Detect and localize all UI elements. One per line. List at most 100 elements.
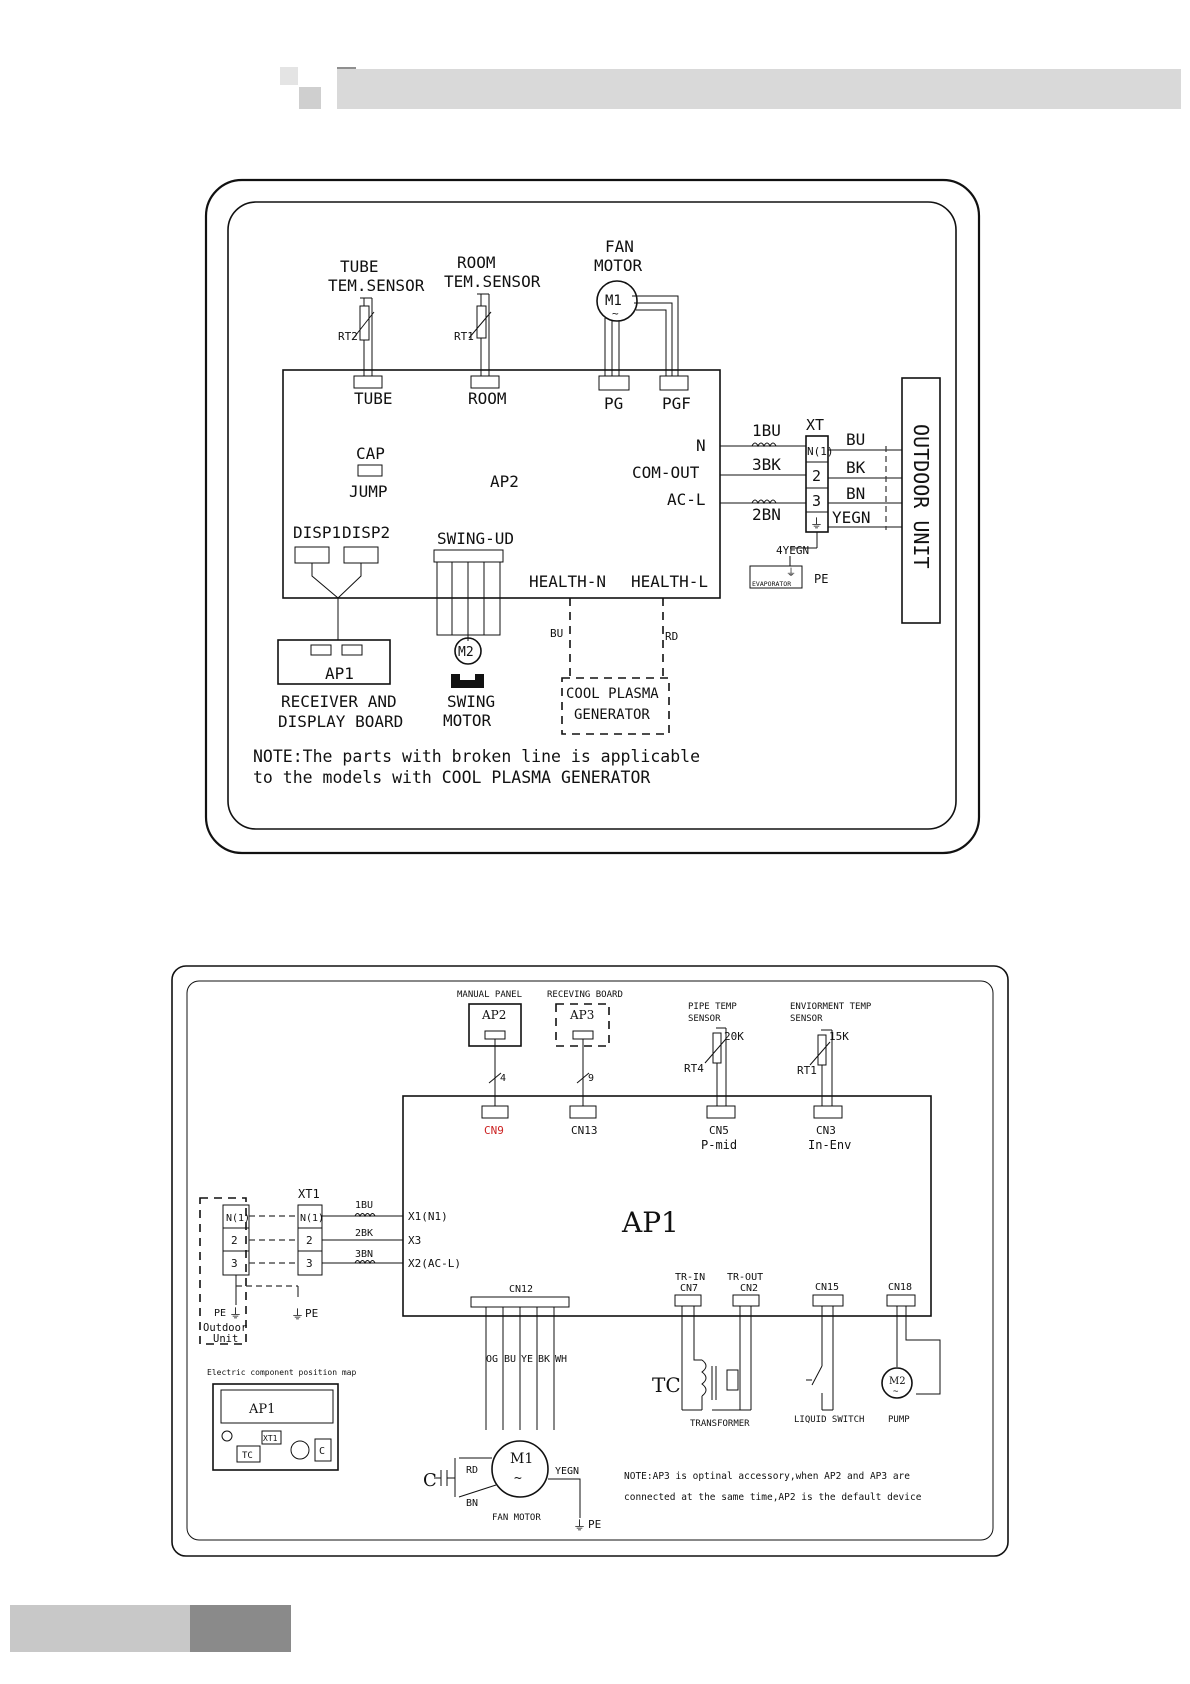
pump-m2-label: M2 — [889, 1376, 906, 1387]
cn13-connector — [569, 1105, 597, 1119]
xt-terminal-3: 3 — [812, 492, 821, 510]
xt1-ground-icon: ⏚ — [291, 1308, 304, 1323]
swing-motor-label-2: MOTOR — [443, 711, 492, 730]
wire-1bu-label: 1BU — [752, 421, 781, 440]
header-decor-square-light — [280, 67, 298, 85]
cn3-label: CN3 — [816, 1124, 836, 1137]
motor-ground-icon: ⏚ — [573, 1519, 586, 1534]
diagram2-outer-frame — [171, 965, 1009, 1557]
outdoor-terminal-n1: N(1) — [226, 1213, 250, 1224]
position-map-xt1-label: XT1 — [263, 1434, 278, 1443]
diagram2-note-line2: connected at the same time,AP2 is the de… — [624, 1492, 922, 1503]
bn-wire-label-d2: BN — [466, 1498, 478, 1509]
cn5-label: CN5 — [709, 1124, 729, 1137]
m1-tilde-icon: ~ — [612, 307, 619, 320]
pipe-temp-label-1: PIPE TEMP — [688, 1002, 737, 1012]
receiver-label-2: DISPLAY BOARD — [278, 712, 403, 731]
evaporator-label: EVAPORATOR — [752, 580, 791, 588]
xt1-label: XT1 — [298, 1187, 320, 1201]
rd-wire-label-d2: RD — [466, 1465, 478, 1476]
room-connector-label: ROOM — [468, 389, 507, 408]
m1-label-d2: M1 — [510, 1451, 533, 1467]
xt-terminal-n1: N(1) — [807, 445, 834, 458]
outdoor-unit-label-1: Outdoor — [203, 1322, 247, 1334]
position-map-c-label: C — [319, 1446, 325, 1457]
cool-plasma-label-2: GENERATOR — [574, 707, 650, 723]
pe-motor-label: PE — [588, 1518, 601, 1531]
position-map-box — [212, 1383, 339, 1471]
liquid-switch-label: LIQUID SWITCH — [794, 1415, 864, 1425]
pe-left-label: PE — [214, 1308, 226, 1319]
ap1-label: AP1 — [325, 664, 354, 683]
wire-2bn-label: 2BN — [752, 505, 781, 524]
tr-in-label: TR-IN — [675, 1272, 705, 1283]
ap1-main-label: AP1 — [621, 1206, 679, 1239]
ap1-main-board — [402, 1095, 932, 1317]
xt1-terminal-3: 3 — [306, 1257, 313, 1270]
xt1-terminal-2: 2 — [306, 1234, 313, 1247]
rt1-env-label: RT1 — [797, 1064, 817, 1077]
cn9-label: CN9 — [484, 1124, 504, 1137]
cap-label: CAP — [356, 444, 385, 463]
pump-m2-icon — [881, 1367, 913, 1399]
footer-bar-dark — [190, 1605, 291, 1652]
x2-terminal-label: X2(AC-L) — [408, 1257, 461, 1270]
fan-motor-label-d2: FAN MOTOR — [492, 1513, 541, 1523]
env-temp-label-2: SENSOR — [790, 1014, 823, 1024]
k20-label: 20K — [724, 1030, 744, 1043]
tube-sensor-label-2: TEM.SENSOR — [328, 276, 425, 295]
header-bar — [337, 69, 1181, 109]
cn9-connector — [481, 1105, 509, 1119]
position-map-left-circle-icon — [221, 1430, 233, 1442]
cn7-connector — [674, 1294, 702, 1307]
transformer-secondary-icon — [726, 1369, 739, 1391]
diagram2-inner-frame — [186, 980, 994, 1541]
receiver-label-1: RECEIVER AND — [281, 692, 397, 711]
footer-bar-light — [10, 1605, 190, 1652]
pump-tilde-icon: ~ — [893, 1387, 899, 1397]
com-out-label: COM-OUT — [632, 463, 700, 482]
cap-jump-connector — [357, 464, 383, 477]
position-map-ap1-label: AP1 — [248, 1402, 275, 1417]
outdoor-wire-yegn: YEGN — [832, 508, 871, 527]
position-map-title: Electric component position map — [207, 1368, 356, 1377]
position-map-c-box — [314, 1438, 332, 1462]
cn15-connector — [812, 1294, 844, 1307]
cn7-label: CN7 — [680, 1283, 698, 1294]
rt1-label: RT1 — [454, 330, 474, 343]
cn12-connector — [470, 1296, 570, 1308]
fan-motor-label-1: FAN — [605, 237, 634, 256]
pump-label: PUMP — [888, 1415, 910, 1425]
position-map-tc-box — [236, 1445, 261, 1463]
cn15-label: CN15 — [815, 1282, 839, 1293]
fan-motor-label-2: MOTOR — [594, 256, 643, 275]
wire-3bn-label-d2: 3BN — [355, 1249, 373, 1260]
tube-connector-label: TUBE — [354, 389, 393, 408]
n-terminal-label: N — [696, 436, 706, 455]
swing-motor-body-icon — [451, 674, 484, 688]
health-n-label: HEALTH-N — [529, 572, 606, 591]
cn5-connector — [706, 1105, 736, 1119]
motor-wire-wh: WH — [555, 1354, 567, 1365]
m2-label: M2 — [458, 645, 474, 660]
cool-plasma-label-1: COOL PLASMA — [566, 686, 659, 702]
outdoor-terminal-2: 2 — [231, 1234, 238, 1247]
transformer-label: TRANSFORMER — [690, 1419, 750, 1429]
wire-9-label: 9 — [588, 1073, 594, 1084]
in-env-label: In-Env — [808, 1138, 851, 1152]
xt-label: XT — [806, 416, 824, 434]
evaporator-ground-icon: ⏚ — [786, 567, 796, 579]
cn2-label: CN2 — [740, 1283, 758, 1294]
pe-label: PE — [814, 572, 828, 586]
bu-wire-label: BU — [550, 627, 563, 640]
outdoor-unit-label-2: Unit — [213, 1333, 238, 1345]
pipe-temp-label-2: SENSOR — [688, 1014, 721, 1024]
m1-tilde-icon-d2: ~ — [514, 1471, 522, 1486]
tube-sensor-label-1: TUBE — [340, 257, 379, 276]
tr-out-label: TR-OUT — [727, 1272, 763, 1283]
motor-wire-og: OG — [486, 1354, 498, 1365]
outdoor-unit-dashed-box — [199, 1197, 247, 1345]
motor-wire-bk: BK — [538, 1354, 550, 1365]
